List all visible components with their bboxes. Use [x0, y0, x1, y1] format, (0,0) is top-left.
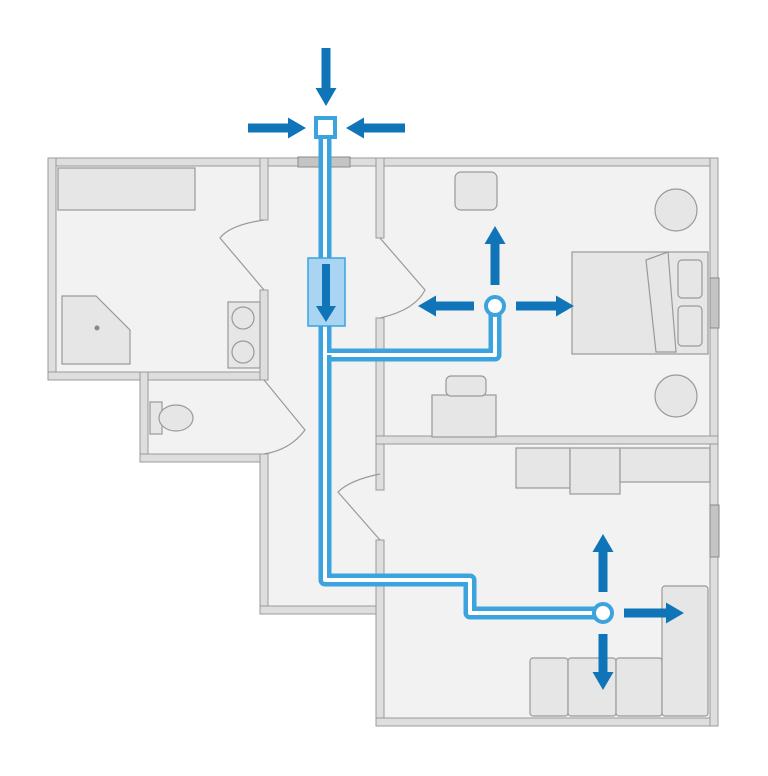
door-toilet: [263, 379, 306, 455]
nightstand-icon: [654, 188, 698, 232]
doors: [219, 219, 426, 541]
intake-arrow-right-icon: [248, 117, 306, 139]
toilet-icon: [158, 404, 194, 432]
door-bedroom: [379, 237, 426, 319]
window-living: [709, 504, 720, 558]
bed-blanket-fold: [645, 251, 677, 353]
desk-printer-icon: [431, 394, 497, 438]
wall-bottom: [375, 717, 719, 727]
sofa-seat-3: [615, 657, 663, 717]
furniture: [57, 167, 711, 717]
intake-arrow-left-icon: [346, 117, 405, 139]
armchair-icon: [454, 171, 498, 211]
door-living: [337, 473, 381, 541]
filter-arrow-down-icon: [316, 264, 336, 322]
wall-living-left: [375, 539, 385, 727]
bedroom-supply-vent-icon: [484, 295, 506, 317]
wall-toilet-left: [139, 371, 149, 463]
wall-bed-left-top: [375, 157, 385, 239]
sink-basin-2: [231, 340, 255, 364]
sink-basin-1: [231, 306, 255, 330]
square-intake-vent-icon: [314, 116, 337, 139]
living-arrow-right-icon: [624, 602, 684, 624]
bathtub-icon: [57, 167, 196, 211]
wall-hall-left: [259, 453, 269, 615]
sofa-seat-1: [529, 657, 569, 717]
wall-bath-right-mid: [259, 289, 269, 381]
window-bedroom: [709, 277, 720, 329]
ducts: [307, 116, 614, 624]
stove-icon: [569, 447, 621, 495]
duct-bedroom-inner: [323, 135, 497, 357]
wall-bed-living: [375, 435, 719, 445]
wall-bath-right-top: [259, 157, 269, 221]
sofa-seat-2: [567, 657, 617, 717]
pillow-1: [677, 259, 703, 299]
walls: [47, 156, 720, 727]
living-arrow-down-icon: [592, 634, 614, 690]
wall-bed-left-mid: [375, 317, 385, 491]
wall-bath-left: [47, 157, 57, 381]
nightstand-icon-2: [654, 374, 698, 418]
bedroom-arrow-up-icon: [484, 226, 506, 285]
bedroom-arrow-right-icon: [516, 295, 574, 317]
duct-living-inner: [323, 355, 596, 615]
living-room-supply-vent-icon: [592, 602, 614, 624]
wall-bath-bottom: [47, 371, 269, 381]
desk-chair-icon: [445, 375, 487, 397]
pillow-2: [677, 305, 703, 347]
wall-toilet-bottom: [139, 453, 269, 463]
intake-arrow-down-icon: [315, 48, 337, 106]
bedroom-arrow-left-icon: [418, 295, 474, 317]
airflow-arrows: [248, 48, 684, 690]
shower-drain-icon: [94, 325, 100, 331]
wall-hall-bottom: [259, 605, 385, 615]
living-arrow-up-icon: [592, 534, 614, 592]
door-bathroom: [219, 219, 265, 291]
kitchen-sink-icon: [515, 447, 571, 489]
kitchen-counter: [619, 447, 711, 483]
